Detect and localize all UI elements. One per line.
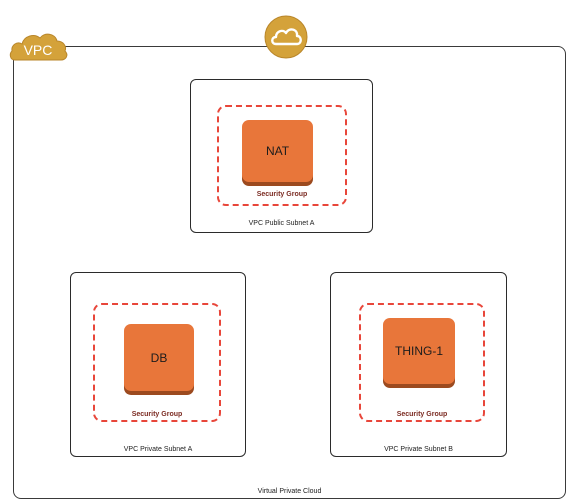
security-group-label: Security Group [256,191,308,198]
security-group: NAT Security Group [217,105,347,206]
subnet-label: VPC Public Subnet A [248,220,315,227]
vpc-badge-icon: VPC [9,33,68,61]
vpc-caption: Virtual Private Cloud [257,488,322,495]
instance-label: NAT [265,144,290,158]
instance-db: DB [124,324,194,391]
subnet-private-a: DB Security Group VPC Private Subnet A [70,272,246,457]
subnet-private-b: THING-1 Security Group VPC Private Subne… [330,272,507,457]
instance-nat: NAT [242,120,313,182]
security-group-label: Security Group [396,411,448,418]
security-group-label: Security Group [131,411,183,418]
subnet-label: VPC Private Subnet B [384,446,453,453]
subnet-public-a: NAT Security Group VPC Public Subnet A [190,79,373,233]
security-group: THING-1 Security Group [359,303,485,422]
security-group: DB Security Group [93,303,221,422]
instance-label: DB [150,350,168,365]
instance-thing-1: THING-1 [383,318,455,384]
subnet-label: VPC Private Subnet A [123,446,193,453]
vpc-badge-text: VPC [24,42,53,58]
cloud-icon [264,15,308,59]
instance-label: THING-1 [395,344,443,358]
